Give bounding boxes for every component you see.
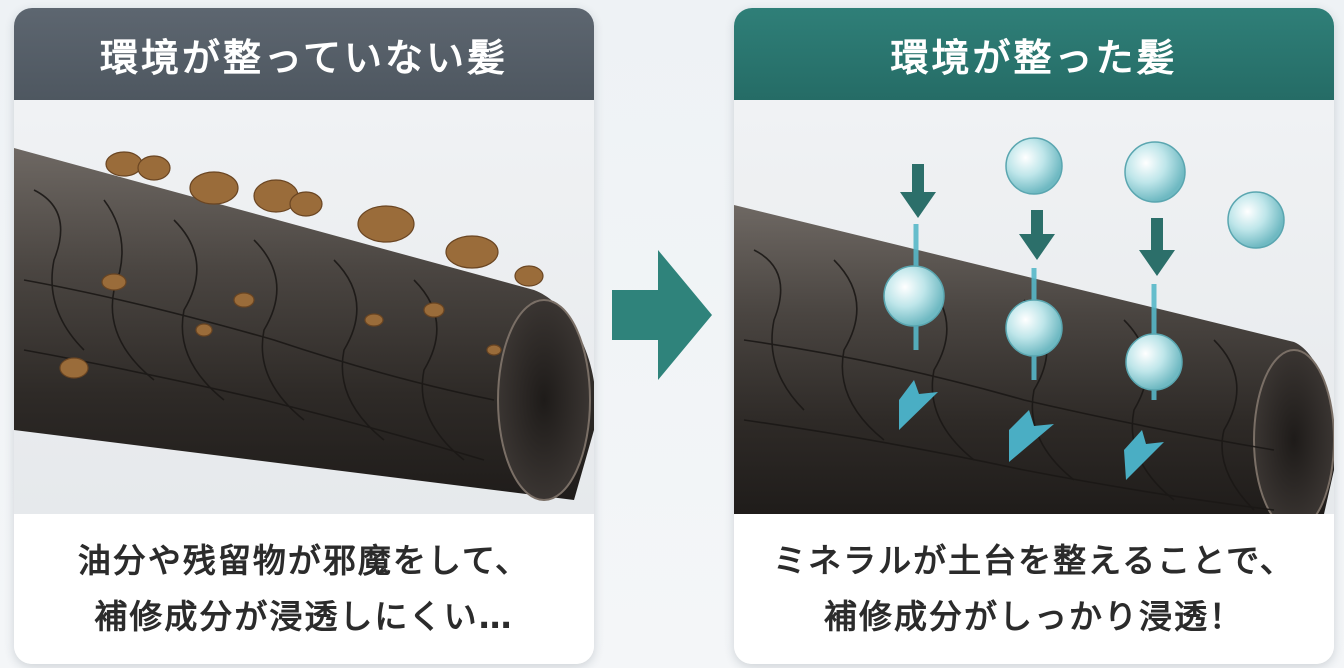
card-title-before: 環境が整っていない髪 bbox=[14, 8, 594, 100]
healthy-hair-illustration bbox=[734, 100, 1334, 514]
caption-after-line1: ミネラルが土台を整えることで、 bbox=[773, 541, 1295, 580]
arrow-down-icon bbox=[900, 164, 1175, 276]
hair-strand-mineral-image bbox=[734, 137, 1334, 514]
comparison-card-before: 環境が整っていない髪 bbox=[14, 8, 594, 664]
damaged-hair-illustration bbox=[14, 100, 594, 514]
card-title-after: 環境が整った髪 bbox=[734, 8, 1334, 100]
caption-before-line1: 油分や残留物が邪魔をして、 bbox=[77, 541, 531, 580]
caption-after: ミネラルが土台を整えることで、 補修成分がしっかり浸透！ bbox=[734, 514, 1334, 664]
arrow-right-icon bbox=[612, 250, 712, 380]
comparison-card-after: 環境が整った髪 bbox=[734, 8, 1334, 664]
caption-before-line2: 補修成分が浸透しにくい… bbox=[94, 597, 514, 636]
caption-after-line2: 補修成分がしっかり浸透！ bbox=[824, 597, 1244, 636]
caption-before: 油分や残留物が邪魔をして、 補修成分が浸透しにくい… bbox=[14, 514, 594, 664]
hair-strand-dirty-image bbox=[14, 148, 594, 501]
flow-arrows bbox=[899, 380, 1164, 480]
mineral-droplet-icon bbox=[883, 137, 1285, 391]
